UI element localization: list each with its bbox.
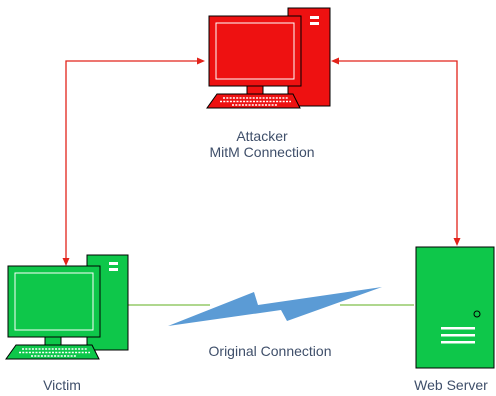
server-slot <box>441 334 475 337</box>
victim-monitor-stand <box>44 336 62 346</box>
attacker-keys <box>220 97 291 106</box>
attacker-drive-slot <box>310 16 319 19</box>
server-slot <box>441 341 475 344</box>
mitm-link-victim <box>65 60 200 260</box>
victim-computer-icon <box>5 254 129 360</box>
web-server-icon <box>415 246 495 369</box>
server-case <box>415 246 495 369</box>
original-connection <box>128 287 414 326</box>
arrow-head-attacker-right <box>331 57 339 65</box>
arrow-head-attacker-left <box>197 57 205 65</box>
server-slot <box>441 327 475 330</box>
server-power-led <box>473 310 481 318</box>
victim-label: Victim <box>43 377 81 393</box>
victim-screen <box>14 272 94 331</box>
victim-drive-slot <box>109 268 118 271</box>
arrow-head-server <box>453 238 461 246</box>
attacker-drive-slot <box>310 22 319 25</box>
web-server-label: Web Server <box>414 377 488 393</box>
attacker-monitor-stand <box>246 85 264 95</box>
mitm-link-server <box>336 60 458 240</box>
attacker-label-line1: Attacker <box>236 128 288 144</box>
mitm-links <box>65 60 458 260</box>
arrow-heads <box>62 57 461 266</box>
victim-keys <box>19 348 90 357</box>
attacker-label-line2: MitM Connection <box>209 144 315 160</box>
victim-drive-slot <box>109 262 118 265</box>
original-connection-label: Original Connection <box>208 343 332 359</box>
arrow-head-victim <box>62 258 70 266</box>
attacker-screen <box>215 22 295 80</box>
attacker-computer-icon <box>206 7 331 109</box>
attacker-label: Attacker MitM Connection <box>197 128 327 160</box>
lightning-bolt-icon <box>168 287 382 326</box>
